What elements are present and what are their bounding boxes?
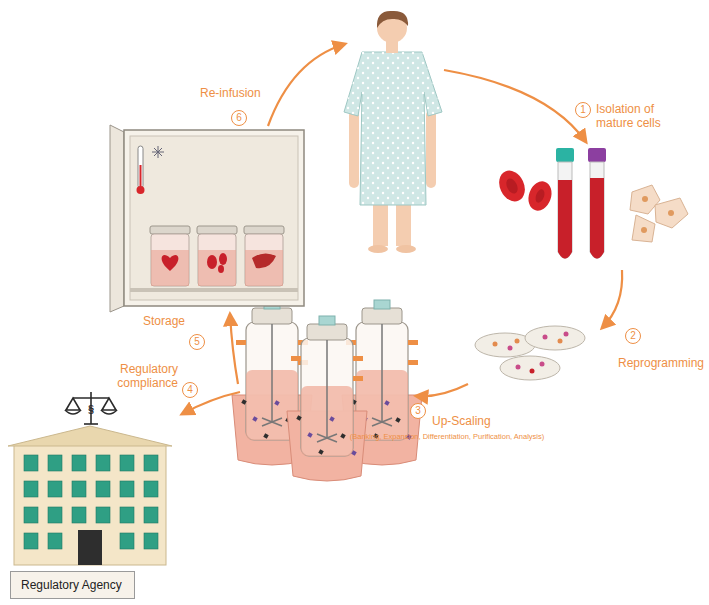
storage-fridge: [110, 125, 304, 312]
step-label: Re-infusion: [200, 86, 261, 100]
callout-number: 1: [575, 102, 591, 118]
process-arrow: [230, 314, 238, 384]
storage-jar: [197, 226, 237, 286]
storage-jar: [150, 226, 190, 286]
step-label: Up-Scaling: [432, 414, 491, 428]
storage-jars: [150, 226, 284, 286]
blood-sample: [494, 148, 688, 259]
callout-number: 4: [182, 382, 198, 398]
callout-number: 6: [231, 110, 247, 126]
process-arrows: [182, 44, 622, 414]
petri-dishes: [475, 326, 585, 380]
step-label: Storage: [143, 314, 185, 328]
agency-label-box: Regulatory Agency: [10, 571, 135, 599]
callout-number: 3: [410, 403, 426, 419]
bioreactors: [232, 300, 422, 481]
process-arrow: [602, 270, 622, 328]
process-arrow: [444, 70, 586, 142]
callout-number: 2: [625, 328, 641, 344]
paragraph-symbol: §: [88, 403, 94, 415]
process-arrow: [416, 384, 468, 396]
callout-number: 5: [189, 334, 205, 350]
step-label: (Banking, Expansion, Differentiation, Pu…: [350, 432, 545, 441]
process-arrow: [268, 44, 345, 126]
step-label: Isolation of mature cells: [596, 102, 678, 130]
bioreactor: [287, 316, 367, 481]
patient-figure: [344, 11, 442, 253]
box-label: Regulatory Agency: [21, 578, 124, 592]
storage-jar: [244, 226, 284, 286]
step-label: Reprogramming: [618, 356, 704, 370]
agency-building: [8, 392, 172, 565]
step-label: Regulatory compliance: [98, 362, 178, 390]
